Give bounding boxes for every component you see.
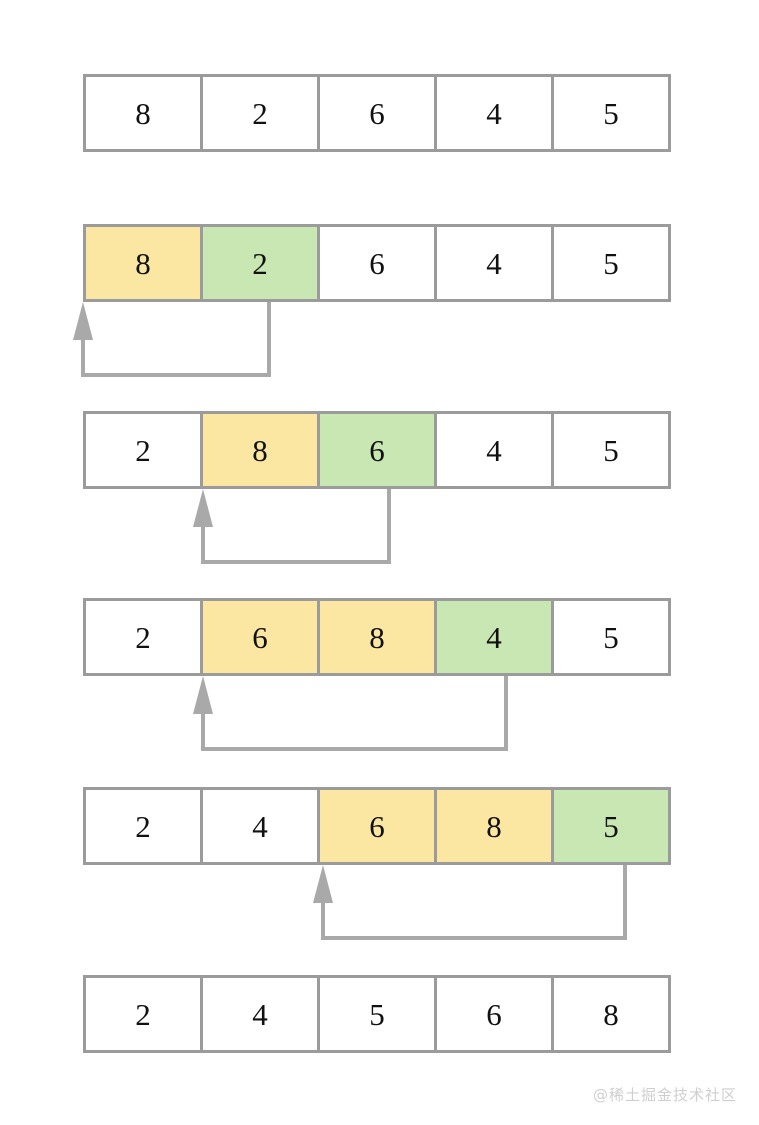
array-cell: 6: [434, 975, 554, 1053]
array-cell: 5: [551, 411, 671, 489]
array-cell: 2: [200, 74, 320, 152]
array-cell: 5: [551, 224, 671, 302]
array-cell: 4: [434, 224, 554, 302]
array-cell: 6: [317, 74, 437, 152]
array-cell: 6: [200, 598, 320, 676]
insertion-arrow-row-2: [73, 302, 271, 377]
arrow-line: [201, 676, 508, 751]
array-cell: 2: [83, 411, 203, 489]
array-cell: 2: [83, 975, 203, 1053]
arrow-head-icon: [73, 302, 93, 340]
array-cell: 8: [83, 74, 203, 152]
array-cell: 5: [551, 598, 671, 676]
array-cell: 5: [317, 975, 437, 1053]
array-cell: 4: [434, 74, 554, 152]
watermark-label: @稀土掘金技术社区: [592, 1086, 737, 1104]
array-cell: 4: [200, 787, 320, 865]
array-cell: 8: [317, 598, 437, 676]
arrow-line: [81, 302, 271, 377]
array-cell: 6: [317, 411, 437, 489]
array-cell: 5: [551, 74, 671, 152]
array-cell: 8: [83, 224, 203, 302]
array-cell: 5: [551, 787, 671, 865]
arrow-head-icon: [313, 865, 333, 903]
insertion-arrow-row-5: [313, 865, 627, 940]
arrow-line: [321, 865, 627, 940]
arrow-head-icon: [193, 489, 213, 527]
insertion-arrow-row-4: [193, 676, 508, 751]
array-cell: 8: [551, 975, 671, 1053]
array-cell: 4: [434, 598, 554, 676]
array-cell: 4: [434, 411, 554, 489]
array-cell: 4: [200, 975, 320, 1053]
arrow-line: [201, 489, 391, 564]
array-cell: 2: [200, 224, 320, 302]
array-cell: 6: [317, 224, 437, 302]
array-cell: 2: [83, 598, 203, 676]
array-cell: 8: [434, 787, 554, 865]
arrow-head-icon: [193, 676, 213, 714]
insertion-arrow-row-3: [193, 489, 391, 564]
array-cell: 2: [83, 787, 203, 865]
array-cell: 6: [317, 787, 437, 865]
array-cell: 8: [200, 411, 320, 489]
